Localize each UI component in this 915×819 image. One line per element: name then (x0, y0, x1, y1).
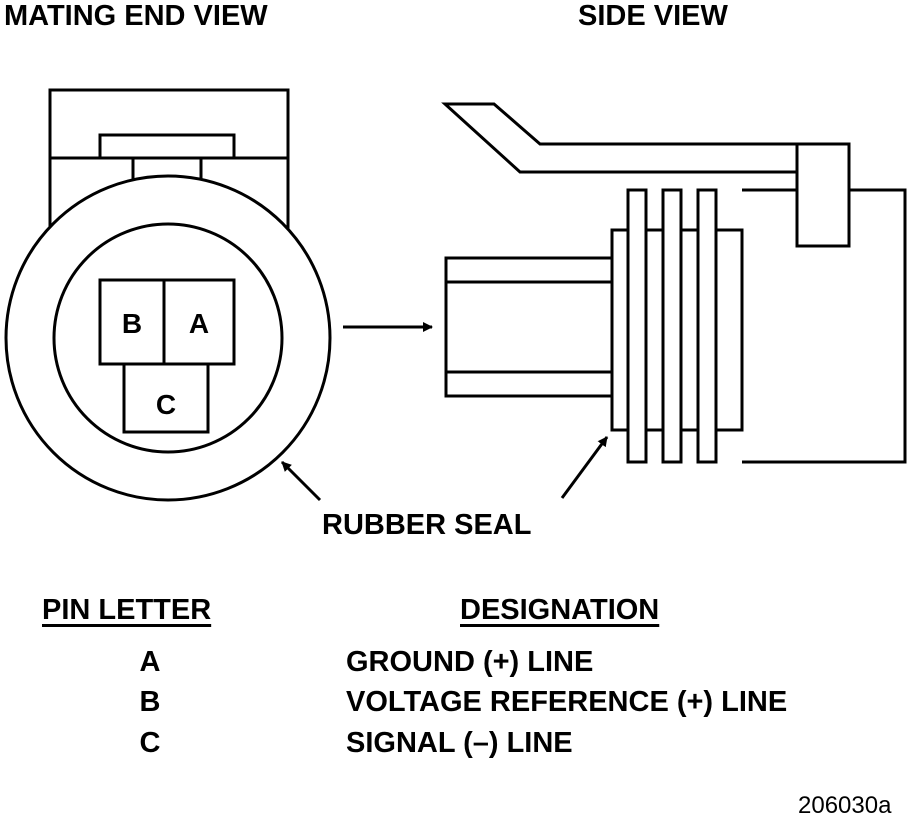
pin-label-b: B (122, 308, 142, 339)
pin-cavity-c (122, 362, 210, 434)
lever-latch (795, 142, 851, 248)
pin-row-a-designation: GROUND (+) LINE (346, 646, 594, 678)
side-view-title: SIDE VIEW (578, 0, 728, 32)
rubber-seal-label: RUBBER SEAL (322, 509, 532, 541)
seal-arrow-right (560, 436, 609, 499)
latch-tab (98, 133, 236, 160)
locking-lever (441, 102, 799, 174)
seal-rib-2 (661, 188, 683, 464)
designation-header: DESIGNATION (460, 594, 660, 626)
pin-label-c: C (156, 389, 176, 420)
figure-id: 206030a (798, 792, 892, 819)
pin-letter-header: PIN LETTER (42, 594, 212, 626)
pin-row-a-letter: A (139, 646, 161, 678)
seal-rib-3 (696, 188, 718, 464)
pin-label-a: A (189, 308, 209, 339)
pin-row-c-letter: C (139, 727, 161, 759)
mating-end-view (4, 88, 332, 502)
pin-row-b-letter: B (139, 686, 161, 718)
pin-row-b-designation: VOLTAGE REFERENCE (+) LINE (346, 686, 788, 718)
seal-arrow-left (280, 460, 322, 502)
pin-row-c-designation: SIGNAL (–) LINE (346, 727, 573, 759)
seal-rib-1 (626, 188, 648, 464)
mating-end-view-title: MATING END VIEW (4, 0, 268, 32)
side-view (441, 102, 907, 464)
connector-front-plug (444, 256, 616, 398)
